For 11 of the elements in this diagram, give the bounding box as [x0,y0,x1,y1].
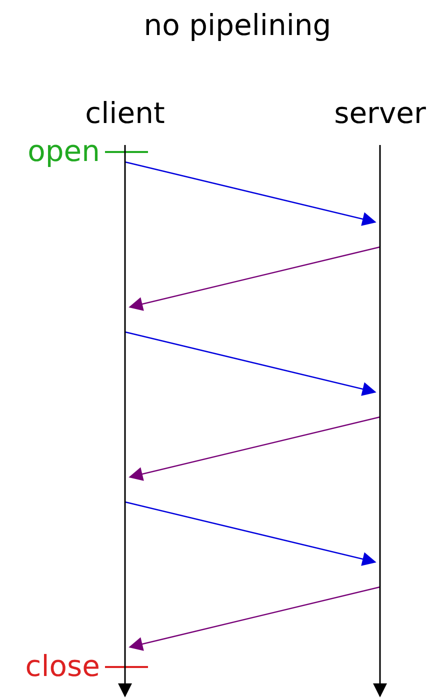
message-arrow [128,416,380,481]
message-arrow [124,501,376,566]
event-label: open [28,134,100,168]
message-arrow [124,161,376,226]
participant-label: client [84,96,166,130]
event-label: close [25,649,100,683]
diagram-title: no pipelining [142,8,332,42]
message-arrow [128,586,380,651]
message-arrow [124,331,376,396]
message-arrow [128,246,380,311]
participant-label: server [333,96,427,130]
